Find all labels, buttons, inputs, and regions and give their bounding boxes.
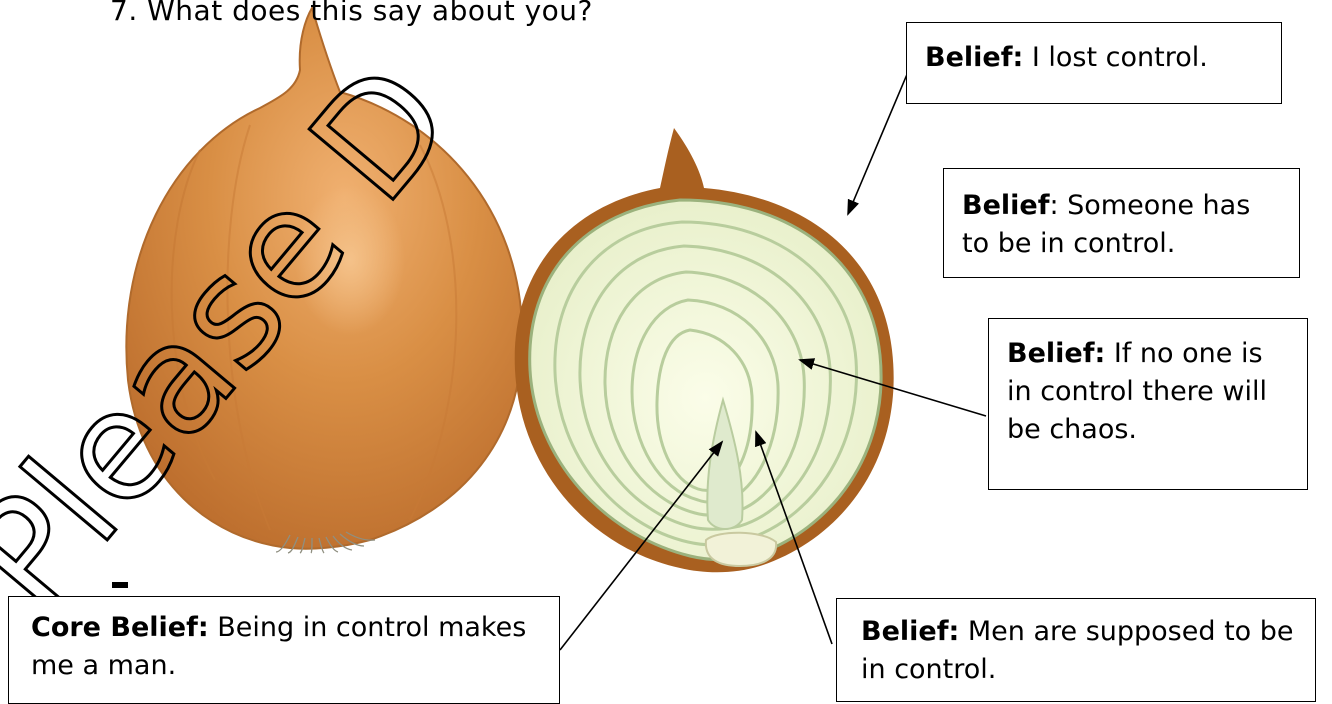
belief-box-2: Belief: Someone has to be in control.: [943, 168, 1300, 278]
belief-box-1: Belief: I lost control.: [906, 22, 1282, 104]
belief-text: I lost control.: [1023, 42, 1208, 73]
belief-label: Belief:: [1007, 338, 1105, 369]
belief-label: Belief:: [925, 42, 1023, 73]
core-belief-label: Core Belief:: [31, 612, 209, 643]
belief-box-3: Belief: If no one is in control there wi…: [988, 318, 1308, 490]
core-belief-box: Core Belief: Being in control makes me a…: [8, 596, 560, 704]
belief-label: Belief: [962, 190, 1049, 221]
arrow-belief-1: [848, 72, 908, 214]
belief-label: Belief:: [861, 616, 959, 647]
belief-box-4: Belief: Men are supposed to be in contro…: [836, 598, 1316, 702]
half-onion: [515, 128, 894, 572]
question-text: 7. What does this say about you?: [110, 0, 593, 27]
